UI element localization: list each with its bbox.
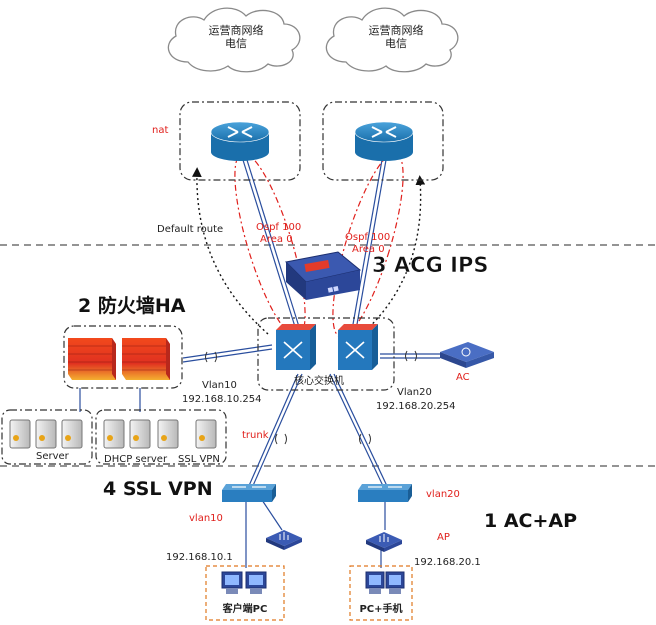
client-pc-2[interactable]: [245, 571, 267, 594]
trunk-label: trunk: [242, 430, 269, 441]
core-switch-left[interactable]: [276, 324, 316, 370]
cloud-left-line1: 运营商网络: [209, 23, 264, 37]
cloud-left-line2: 电信: [225, 37, 247, 50]
link-switch-left-ap: [261, 499, 283, 531]
pc-phone-1-screen-icon: [369, 575, 381, 585]
server-1[interactable]: [9, 419, 31, 449]
core-switch-right-arrows-icon: [345, 341, 365, 359]
vlan10-label: Vlan10: [202, 380, 237, 391]
cloud-telecom-right: 运营商网络 电信: [325, 7, 459, 73]
router-left-box: [179, 101, 301, 181]
pc-phone-2-screen-icon: [389, 575, 401, 585]
link-core-switch-left: [247, 373, 299, 489]
server-5-disk-icon: [133, 435, 139, 441]
vlan20-label: Vlan20: [397, 387, 432, 398]
router-left-arrows-icon: [227, 126, 253, 138]
access-switch-left[interactable]: [222, 484, 276, 502]
server-group-right: [103, 419, 217, 449]
router-right[interactable]: [354, 121, 414, 161]
default-route-arrow-left: [191, 167, 269, 335]
ip-10-1-label: 192.168.10.1: [166, 552, 233, 563]
ospf-left-line1: Ospf 100: [256, 222, 301, 233]
cloud-right-line2: 电信: [385, 37, 407, 50]
cloud-right-line1: 运营商网络: [369, 23, 424, 37]
acg-ips-device[interactable]: ■■: [284, 251, 362, 300]
link-firewall-core: [182, 344, 273, 359]
link-router-left-core: [242, 159, 297, 331]
server-group-left-box: [1, 409, 93, 465]
ssl-vpn-server-label: SSL VPN: [178, 454, 220, 465]
firewall-left-brick-icon: [68, 345, 112, 371]
access-point-right[interactable]: [366, 532, 402, 552]
ip-20-1-label: 192.168.20.1: [414, 557, 481, 568]
vlan10-ip-label: 192.168.10.254: [182, 394, 262, 405]
ospf-left-line2: Area 0: [260, 234, 293, 245]
client-pc-2-screen-icon: [249, 575, 263, 585]
server-7-disk-icon: [199, 435, 205, 441]
ac-controller[interactable]: [440, 342, 494, 368]
vlan10-bottom-label: vlan10: [189, 513, 223, 524]
core-switch-right[interactable]: [338, 324, 378, 370]
acg-ips-device-brand-icon: ■■: [327, 285, 340, 294]
server-6-disk-icon: [161, 435, 167, 441]
pc-phone-1[interactable]: [365, 571, 385, 594]
server-group-right-box: [95, 409, 227, 465]
server-4[interactable]: [103, 419, 125, 449]
link-marks: [205, 350, 417, 445]
server-3[interactable]: [61, 419, 83, 449]
default-route-label: Default route: [157, 224, 223, 235]
router-right-arrows-icon: [371, 126, 397, 138]
default-route-arrow-right: [361, 175, 426, 335]
server-6[interactable]: [157, 419, 179, 449]
ospf-right-line2: Area 0: [352, 244, 385, 255]
nat-label: nat: [152, 125, 168, 136]
dhcp-server-label: DHCP server: [104, 454, 168, 465]
pc-phone-2[interactable]: [385, 571, 405, 594]
router-right-box: [322, 101, 444, 181]
access-point-left-signal-icon: [279, 532, 289, 540]
link-core-switch-right: [329, 373, 384, 487]
access-point-right-signal-icon: [379, 534, 389, 542]
server-label: Server: [36, 451, 70, 462]
server-7[interactable]: [195, 419, 217, 449]
server-2-disk-icon: [39, 435, 45, 441]
ac-controller-ring-icon: [461, 347, 471, 357]
client-pc-label: 客户端PC: [222, 602, 268, 615]
access-switch-right[interactable]: [358, 484, 412, 502]
vlan20-bottom-label: vlan20: [426, 489, 460, 500]
server-2[interactable]: [35, 419, 57, 449]
client-pc-1[interactable]: [221, 571, 243, 594]
server-group-left: [9, 419, 83, 449]
pc-phone-label: PC+手机: [359, 602, 402, 615]
server-1-disk-icon: [13, 435, 19, 441]
core-switch-box: [257, 317, 395, 391]
ssl-vpn-title: 4 SSL VPN: [103, 478, 213, 500]
core-switch-label: 核心交换机: [294, 374, 344, 387]
ap-label: AP: [437, 532, 450, 543]
default-route-arrows: [191, 167, 426, 335]
core-switch-left-arrows-icon: [283, 341, 303, 359]
ac-label: AC: [456, 372, 470, 383]
vlan20-ip-label: 192.168.20.254: [376, 401, 456, 412]
ospf-right-line1: Ospf 100: [345, 232, 390, 243]
server-5[interactable]: [129, 419, 151, 449]
server-3-disk-icon: [65, 435, 71, 441]
firewall-ha-box: [63, 325, 183, 389]
link-router-right-core: [351, 159, 383, 331]
firewall-right[interactable]: [122, 338, 170, 380]
firewall-right-brick-icon: [122, 345, 166, 371]
client-pc-1-screen-icon: [225, 575, 239, 585]
pc-phone-box: [349, 565, 413, 621]
ac-ap-title: 1 AC+AP: [484, 510, 577, 532]
access-point-left[interactable]: [266, 530, 302, 550]
firewall-left[interactable]: [68, 338, 116, 380]
client-pc-box: [205, 565, 285, 621]
server-4-disk-icon: [107, 435, 113, 441]
acg-ips-title: 3 ACG IPS: [372, 253, 488, 277]
links: [79, 159, 440, 568]
cloud-telecom-left: 运营商网络 电信: [167, 7, 301, 73]
router-left[interactable]: [210, 121, 270, 161]
firewall-ha-title: 2 防火墙HA: [78, 294, 186, 317]
